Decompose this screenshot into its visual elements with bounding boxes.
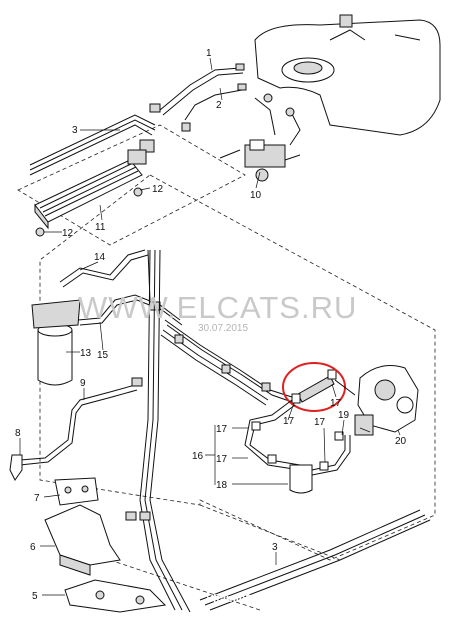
brackets [44,477,167,613]
fuel-pipes-upper [149,63,247,132]
fuel-line-rail-top [29,114,156,176]
fuel-cooler [34,149,147,237]
callout-15: 15 [97,350,109,361]
callout-3-top: 3 [72,125,78,136]
callout-12-left: 12 [62,228,74,239]
vent-line [9,377,143,481]
callout-17-e: 17 [314,417,326,428]
callout-5: 5 [32,591,38,602]
callout-3-bottom: 3 [272,542,278,553]
leader-lines [19,57,401,596]
callout-7: 7 [34,493,40,504]
callout-11: 11 [95,222,106,233]
callout-13: 13 [80,348,92,359]
bottom-rail-frame [109,504,341,611]
callout-17-c: 17 [283,416,295,427]
callout-1: 1 [206,48,212,59]
callout-17-a: 17 [216,424,228,435]
callout-10: 10 [250,190,262,201]
callout-17-d: 17 [330,398,342,409]
watermark-date: 30.07.2015 [198,323,248,334]
callout-19: 19 [338,410,350,421]
fuel-tank [254,14,441,136]
callout-2: 2 [216,100,222,111]
return-line-loop [244,399,351,494]
callout-6: 6 [30,542,36,553]
upper-group-frame [17,124,246,246]
callout-8: 8 [15,428,21,439]
fuel-line-rail-bottom [125,249,431,613]
valve-block [219,93,301,182]
fuel-lines-main [160,319,296,406]
credit-text: Vitamin327 для forum.onliner.by [206,593,377,605]
callout-16: 16 [192,451,204,462]
callout-20: 20 [395,436,407,447]
callout-17-b: 17 [216,454,228,465]
callout-12-right: 12 [152,184,164,195]
callout-14: 14 [94,252,106,263]
fuel-filter-assembly [31,249,183,386]
callout-9: 9 [80,378,86,389]
callout-18: 18 [216,480,228,491]
high-pressure-pump [334,365,419,436]
watermark-site: WWW.ELCATS.RU [78,290,357,325]
